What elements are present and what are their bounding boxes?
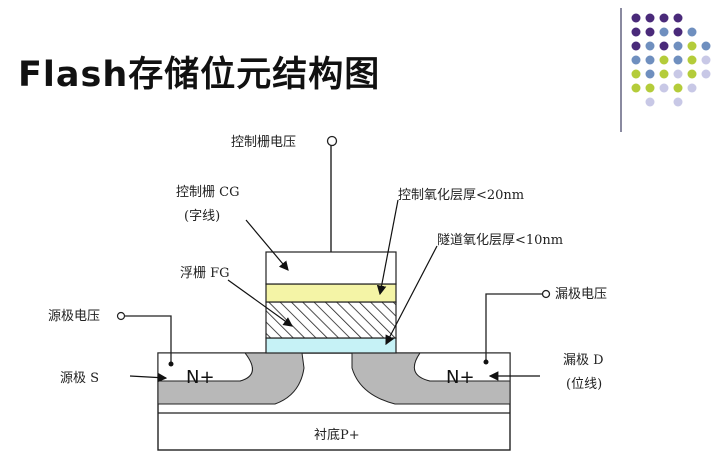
drain-n-plus-label: N+ bbox=[446, 367, 475, 388]
floating-gate-layer bbox=[265, 301, 397, 339]
cg-voltage-label: 控制栅电压 bbox=[231, 135, 296, 150]
substrate-label: 衬底P+ bbox=[314, 427, 360, 443]
control-gate-label: 控制栅 CG bbox=[176, 185, 239, 200]
source-label: 源极 S bbox=[60, 371, 99, 386]
decor-divider-line bbox=[620, 8, 622, 132]
source-arrow bbox=[129, 372, 168, 383]
tunnel-oxide-label: 隧道氧化层厚<10nm bbox=[437, 232, 563, 248]
bit-line-label: (位线) bbox=[566, 377, 602, 392]
slide-title: Flash存储位元结构图 bbox=[18, 55, 381, 95]
source-n-plus-label: N+ bbox=[186, 367, 215, 388]
drain-terminal-node bbox=[541, 289, 551, 299]
drain-label: 漏极 D bbox=[563, 352, 604, 368]
drain-contact-dot bbox=[483, 359, 489, 365]
source-contact-dot bbox=[168, 361, 174, 367]
tunnel-oxide-arrow bbox=[385, 245, 438, 346]
control-oxide-arrow bbox=[376, 199, 399, 296]
floating-gate-arrow bbox=[227, 279, 293, 327]
source-terminal-node bbox=[116, 311, 126, 321]
control-gate-arrow bbox=[245, 219, 289, 271]
cg-terminal-node bbox=[326, 135, 338, 147]
source-n-plus-region bbox=[157, 352, 253, 382]
drain-terminal-wire bbox=[485, 293, 542, 360]
decor-dot-grid bbox=[631, 13, 711, 107]
source-terminal-wire bbox=[125, 315, 172, 362]
floating-gate-label: 浮栅 FG bbox=[180, 266, 230, 281]
tunnel-oxide-layer bbox=[265, 337, 397, 354]
control-oxide-layer bbox=[265, 283, 397, 303]
control-gate-layer bbox=[265, 251, 397, 285]
word-line-label: (字线) bbox=[184, 209, 220, 224]
source-voltage-label: 源极电压 bbox=[48, 309, 100, 324]
control-oxide-label: 控制氧化层厚<20nm bbox=[398, 188, 524, 203]
drain-voltage-label: 漏极电压 bbox=[555, 286, 607, 302]
